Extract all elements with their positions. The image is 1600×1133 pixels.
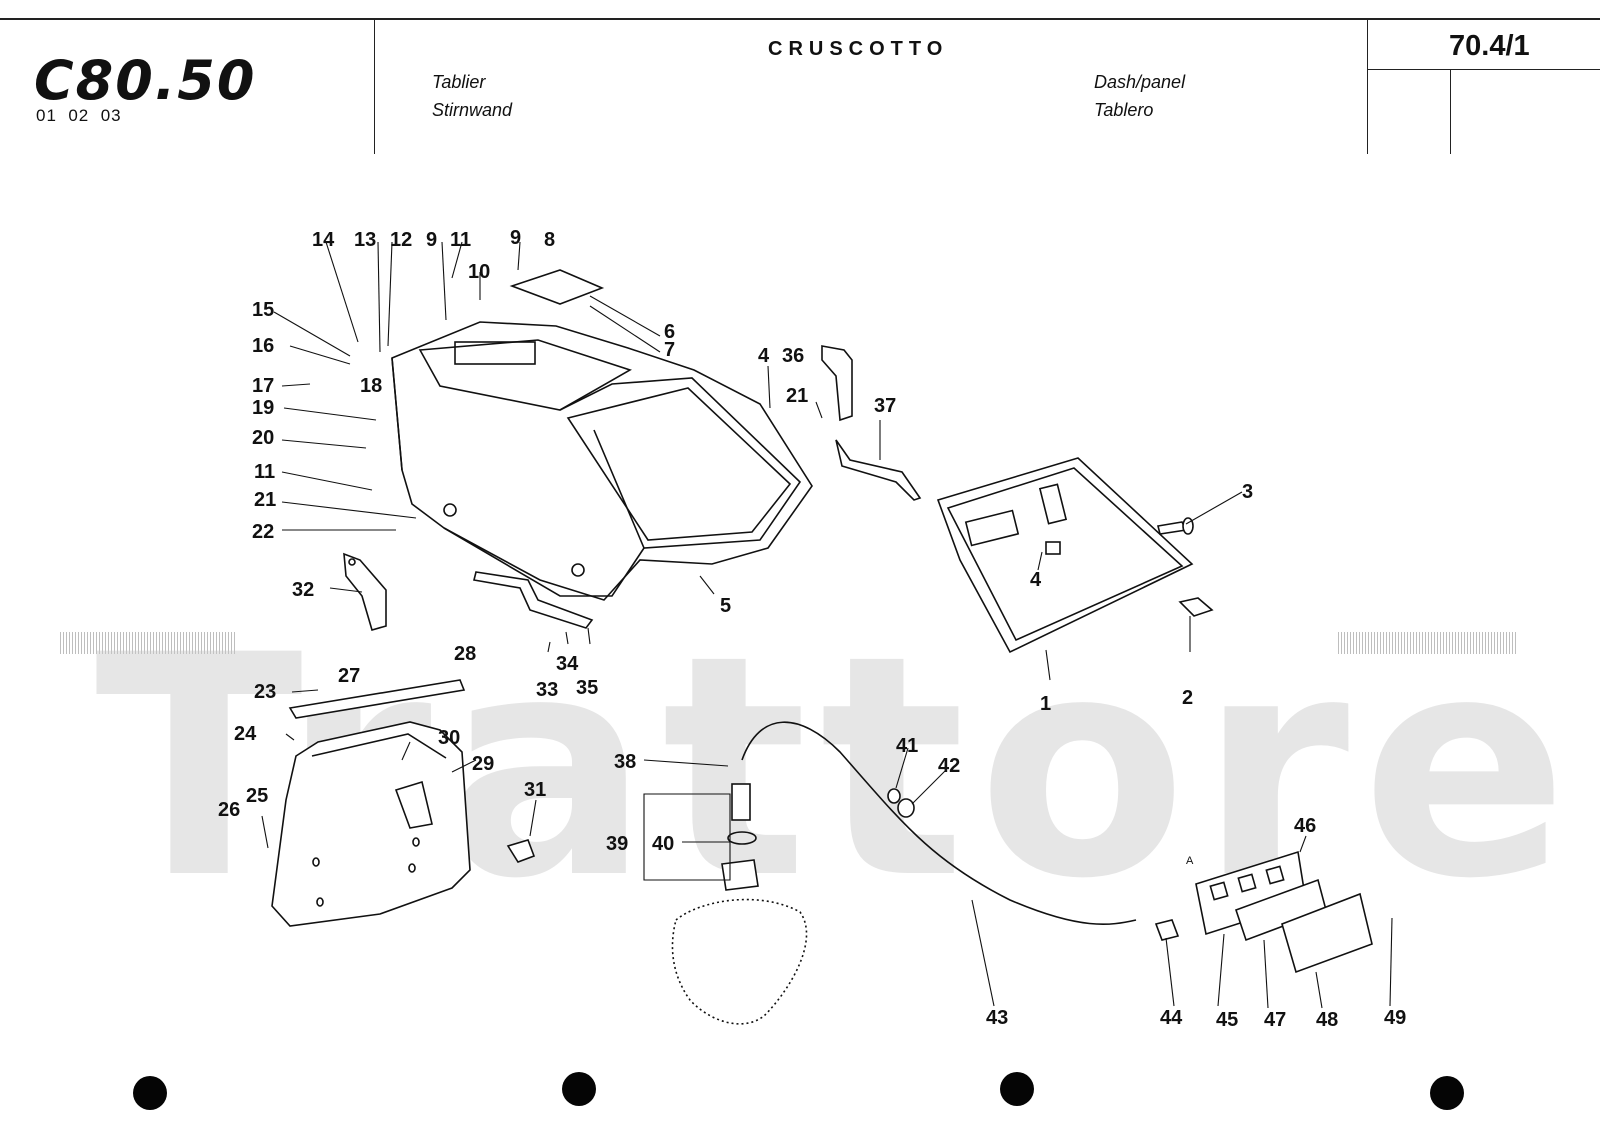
- model-codes: 01 02 03: [36, 106, 122, 125]
- support-plate-part-29: [271, 721, 471, 927]
- binder-hole-3: [1000, 1072, 1034, 1106]
- callout-40: 40: [652, 833, 674, 855]
- callout-1: 1: [1040, 693, 1051, 715]
- callout-17: 17: [252, 375, 274, 397]
- elbow-part-44: [1154, 919, 1180, 941]
- callout-20: 20: [252, 427, 274, 449]
- sender-unit-part-39: [721, 783, 759, 891]
- watermark-hatch-right: [1338, 632, 1516, 654]
- subtitle-spanish: Tablero: [1094, 100, 1154, 120]
- subtitle-english: Dash/panel: [1094, 72, 1186, 92]
- model-logo: C80.50: [34, 49, 257, 112]
- leader-lines: [261, 241, 1393, 1009]
- callout-4-panel: 4: [1030, 569, 1042, 591]
- callout-23: 23: [254, 681, 276, 703]
- bulb-holder-part-41: [887, 788, 901, 804]
- callout-41: 41: [896, 735, 918, 757]
- fuel-tank-outline: [671, 898, 808, 1025]
- callout-labels: 1 2 3 4 4 5 6 7 8 9 9 10 11 11 12 13 14 …: [218, 227, 1406, 1031]
- callout-21-left: 21: [254, 489, 276, 511]
- callout-48: 48: [1316, 1009, 1338, 1031]
- callout-4-top: 4: [758, 345, 770, 367]
- callout-38: 38: [614, 751, 636, 773]
- clip-part-31: [506, 839, 536, 863]
- callout-12: 12: [390, 229, 412, 251]
- binder-hole-1: [133, 1076, 167, 1110]
- callout-33: 33: [536, 679, 558, 701]
- callout-14: 14: [312, 229, 335, 251]
- callout-42: 42: [938, 755, 960, 777]
- callout-13: 13: [354, 229, 376, 251]
- header-divider-left: [374, 18, 375, 154]
- callout-6: 6: [664, 321, 675, 343]
- callout-49: 49: [1384, 1007, 1406, 1029]
- page-box-rule: [1367, 69, 1600, 70]
- callout-8: 8: [544, 229, 555, 251]
- callout-46: 46: [1294, 815, 1316, 837]
- callout-19: 19: [252, 397, 274, 419]
- callout-11-top: 11: [450, 229, 471, 251]
- bracket-part-36: [821, 345, 853, 422]
- callout-31: 31: [524, 779, 546, 801]
- dash-housing-part-5: [391, 321, 813, 601]
- header-top-rule: [0, 18, 1600, 20]
- side-panel-part-1: [936, 457, 1194, 654]
- binder-hole-2: [562, 1072, 596, 1106]
- callout-45: 45: [1216, 1009, 1238, 1031]
- header-divider-page-box: [1450, 70, 1451, 154]
- callout-15: 15: [252, 299, 274, 321]
- subtitle-german: Stirnwand: [432, 100, 513, 120]
- callout-39: 39: [606, 833, 628, 855]
- cable-part-43: [741, 721, 1137, 925]
- callout-30: 30: [438, 727, 460, 749]
- header-divider-right: [1367, 18, 1368, 154]
- callout-10: 10: [468, 261, 490, 283]
- callout-18: 18: [360, 375, 382, 397]
- callout-9-left: 9: [426, 229, 437, 251]
- callout-26: 26: [218, 799, 240, 821]
- bracket-part-32: [343, 552, 387, 631]
- callout-47: 47: [1264, 1009, 1286, 1031]
- callout-21-right: 21: [786, 385, 808, 407]
- subtitle-french: Tablier: [432, 72, 486, 92]
- callout-3: 3: [1242, 481, 1253, 503]
- callout-22: 22: [252, 521, 274, 543]
- callout-43: 43: [986, 1007, 1008, 1029]
- callout-36: 36: [782, 345, 804, 367]
- page-title: CRUSCOTTO: [768, 38, 949, 60]
- ring-part-42: [897, 798, 915, 818]
- bezel-part-48: [1281, 892, 1373, 974]
- callout-35: 35: [576, 677, 598, 699]
- cover-plate-part-8: [509, 269, 605, 305]
- watermark-hatch-left: [60, 632, 235, 654]
- binder-hole-4: [1430, 1076, 1464, 1110]
- callout-9-right: 9: [510, 227, 521, 249]
- marker-a-label: A: [1186, 855, 1194, 867]
- callout-34: 34: [556, 653, 579, 675]
- bracket-part-37: [835, 439, 922, 501]
- bar-part-27: [288, 679, 466, 719]
- clip-part-2: [1178, 597, 1214, 617]
- callout-32: 32: [292, 579, 314, 601]
- callout-25: 25: [246, 785, 268, 807]
- callout-2: 2: [1182, 687, 1193, 709]
- callout-11-side: 11: [254, 461, 275, 483]
- callout-28: 28: [454, 643, 476, 665]
- callout-27: 27: [338, 665, 360, 687]
- callout-24: 24: [234, 723, 257, 745]
- callout-16: 16: [252, 335, 274, 357]
- callout-44: 44: [1160, 1007, 1183, 1029]
- callout-29: 29: [472, 753, 494, 775]
- bracket-part-35: [473, 571, 594, 629]
- callout-7: 7: [664, 339, 675, 361]
- callout-5: 5: [720, 595, 731, 617]
- callout-37: 37: [874, 395, 896, 417]
- page-number: 70.4/1: [1449, 30, 1530, 62]
- screw-part-3: [1157, 517, 1194, 535]
